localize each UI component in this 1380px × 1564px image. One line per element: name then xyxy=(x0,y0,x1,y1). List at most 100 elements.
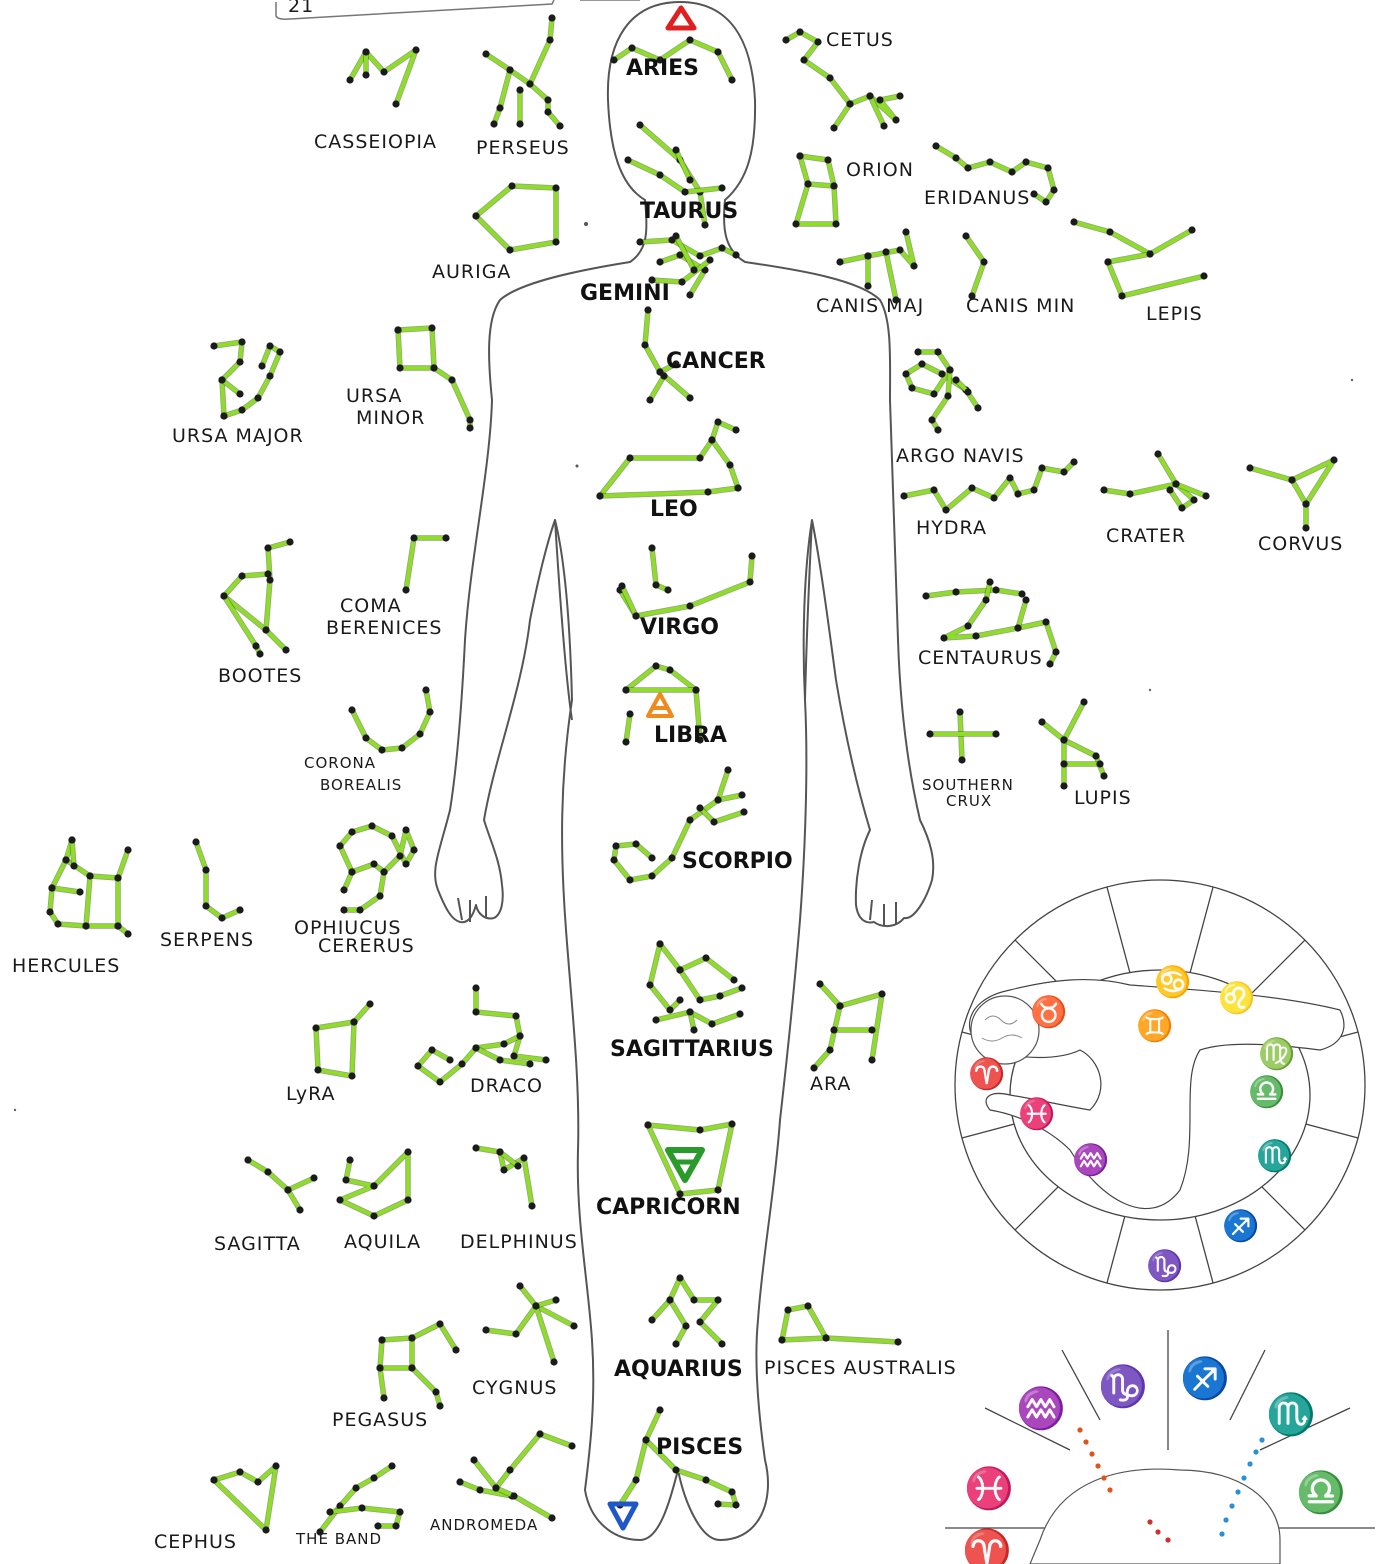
southern-crux-label: CRUX xyxy=(946,792,992,810)
constellation-libra: LIBRA xyxy=(622,662,727,748)
ursa-major-line xyxy=(214,342,242,416)
constellation-hydra: HYDRA xyxy=(900,458,1077,539)
constellation-capricorn: CAPRICORN xyxy=(596,1120,741,1220)
cetus-star xyxy=(782,36,789,43)
cygnus-label: CYGNUS xyxy=(472,1377,557,1399)
serpens-star xyxy=(202,902,209,909)
trail-dot xyxy=(1259,1437,1264,1442)
corvus-star xyxy=(1246,464,1253,471)
trail-dot xyxy=(1077,1427,1082,1432)
pisces-star xyxy=(702,1476,709,1483)
pisces-star xyxy=(728,1488,735,1495)
perseus-star xyxy=(482,50,489,57)
serpens-star xyxy=(192,838,199,845)
constellation-ara: ARA xyxy=(810,980,886,1095)
the-band-star xyxy=(358,1504,365,1511)
body-silhouette xyxy=(435,2,933,1540)
cepheus-star xyxy=(236,1468,243,1475)
aquarius-label: AQUARIUS xyxy=(614,1357,743,1382)
draco-star xyxy=(472,1008,479,1015)
corona-borealis-star xyxy=(378,746,385,753)
cassiopeia-star xyxy=(392,100,399,107)
perseus-line xyxy=(530,84,560,126)
andromeda-star xyxy=(506,1466,513,1473)
capricorn-glyph-icon: ♑ xyxy=(1146,1248,1183,1284)
ophiuchus-star xyxy=(336,842,343,849)
cetus-star xyxy=(814,38,821,45)
perseus-star xyxy=(544,108,551,115)
trail-dot xyxy=(1223,1517,1228,1522)
lupus-star xyxy=(1096,760,1103,767)
constellation-cygnus: CYGNUS xyxy=(472,1282,578,1399)
ophiuchus-star xyxy=(396,852,403,859)
ursa-minor-line-shadow xyxy=(398,328,434,368)
corona-borealis-star xyxy=(398,744,405,751)
pisces-star xyxy=(732,1501,739,1508)
ursa-major-star xyxy=(238,338,245,345)
lupus-star xyxy=(1080,698,1087,705)
ophiuchus-star xyxy=(410,846,417,853)
orion-star xyxy=(824,156,831,163)
argo-navis-star xyxy=(964,388,971,395)
hercules-line xyxy=(86,876,90,926)
centaurus-star xyxy=(992,586,999,593)
orion-line xyxy=(796,184,836,224)
crater-star xyxy=(1172,480,1179,487)
gemini-star xyxy=(672,232,679,239)
the-band-star xyxy=(370,1474,377,1481)
ophiuchus-star xyxy=(380,868,387,875)
hercules-star xyxy=(68,836,75,843)
argo-navis-line xyxy=(906,352,978,408)
coma-berenices-label: COMA xyxy=(340,595,402,617)
cetus-star xyxy=(866,92,873,99)
sagitta-star xyxy=(284,1186,291,1193)
canis-major-star xyxy=(882,248,889,255)
trail-dot xyxy=(1089,1451,1094,1456)
lyra-star xyxy=(350,1018,357,1025)
scorpio-glyph-icon: ♏ xyxy=(1256,1138,1293,1174)
andromeda-star xyxy=(568,1442,575,1449)
cygnus-star xyxy=(532,1302,539,1309)
eridanus-star xyxy=(1008,168,1015,175)
perseus-star xyxy=(546,36,553,43)
element-triangles xyxy=(610,8,702,1528)
ursa-minor-label: MINOR xyxy=(356,407,425,429)
crater-star xyxy=(1154,450,1161,457)
leo-star xyxy=(732,426,739,433)
lower-aquarius-glyph-icon: ♒ xyxy=(1016,1385,1066,1432)
andromeda-label: ANDROMEDA xyxy=(430,1516,538,1534)
hercules-star xyxy=(62,856,69,863)
cepheus-star xyxy=(262,1526,269,1533)
corona-borealis-star xyxy=(422,686,429,693)
perseus-star xyxy=(506,66,513,73)
capricorn-star xyxy=(696,1126,703,1133)
cancer-star xyxy=(646,396,653,403)
lower-figure xyxy=(1030,1469,1280,1564)
draco-star xyxy=(496,1056,503,1063)
eridanus-star xyxy=(1050,186,1057,193)
trail-dot xyxy=(1253,1449,1258,1454)
constellation-hercules: HERCULES xyxy=(12,836,132,977)
coma-berenices-star xyxy=(442,534,449,541)
ursa-minor-star xyxy=(428,324,435,331)
aquarius-star xyxy=(676,1274,683,1281)
hydra-star xyxy=(930,486,937,493)
eridanus-star xyxy=(952,154,959,161)
lower-pisces-glyph-icon: ♓ xyxy=(964,1465,1014,1512)
cancer-glyph-icon: ♋ xyxy=(1154,964,1191,1000)
canis-major-star xyxy=(902,228,909,235)
bootes-star xyxy=(252,642,259,649)
auriga-star xyxy=(552,238,559,245)
constellation-pegasus: PEGASUS xyxy=(332,1320,460,1431)
virgo-star xyxy=(664,586,671,593)
eridanus-star xyxy=(932,142,939,149)
ophiuchus-star xyxy=(348,828,355,835)
virgo-glyph-icon: ♍ xyxy=(1258,1036,1295,1072)
delphinus-star xyxy=(528,1202,535,1209)
cepheus-star xyxy=(254,1478,261,1485)
air-triangle-icon xyxy=(648,694,672,716)
ophiuchus-star xyxy=(340,886,347,893)
argo-navis-star xyxy=(930,390,937,397)
pisces-star xyxy=(714,1500,721,1507)
andromeda-line xyxy=(474,1434,572,1488)
